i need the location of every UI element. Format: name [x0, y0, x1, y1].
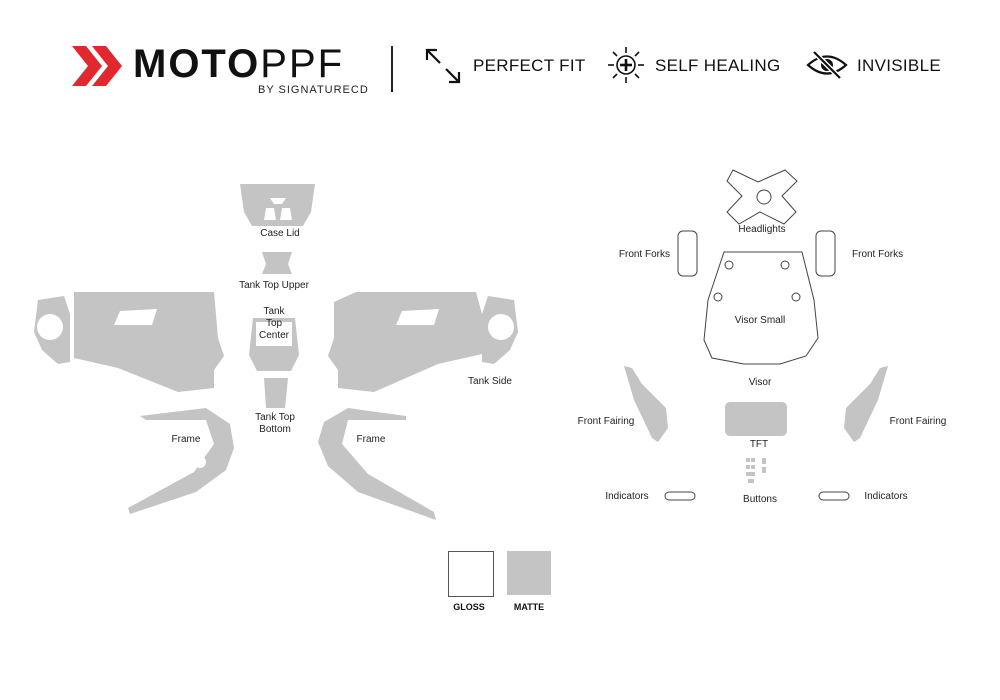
label-tank-top-center-3: Center: [259, 330, 290, 341]
tank-top-center-part: [249, 318, 299, 371]
indicators-left-part: [664, 491, 696, 501]
label-headlights: Headlights: [738, 224, 785, 235]
front-forks-left-part: [677, 230, 698, 277]
label-tft: TFT: [750, 439, 768, 450]
label-tank-top-bottom-1: Tank Top: [255, 412, 295, 423]
label-front-forks-left: Front Forks: [619, 249, 670, 260]
tank-top-bottom-part: [264, 378, 288, 408]
feature-perfect-fit-label: PERFECT FIT: [473, 56, 586, 75]
feature-self-healing-label: SELF HEALING: [655, 56, 781, 75]
front-fairing-right-part: [844, 366, 888, 442]
brand-subtitle: BY SIGNATURECD: [258, 84, 369, 96]
visor-part: [703, 251, 819, 365]
label-tank-top-center-1: Tank: [263, 306, 285, 317]
case-lid-part: [240, 184, 315, 226]
frame-right-part: [318, 408, 436, 520]
label-front-forks-right: Front Forks: [852, 249, 903, 260]
label-front-fairing-left: Front Fairing: [578, 416, 635, 427]
front-fairing-left-part: [624, 366, 668, 442]
label-tank-top-bottom-2: Bottom: [259, 424, 291, 435]
label-tank-top-center-2: Top: [266, 318, 283, 329]
label-case-lid: Case Lid: [260, 228, 299, 239]
legend-matte-swatch: [507, 551, 551, 595]
feature-invisible-label: INVISIBLE: [857, 56, 941, 75]
brand-logo-chevrons-icon: [72, 46, 122, 86]
label-frame-right: Frame: [357, 434, 386, 445]
label-front-fairing-right: Front Fairing: [890, 416, 947, 427]
label-visor-small: Visor Small: [735, 315, 785, 326]
front-forks-right-part: [815, 230, 836, 277]
tft-part: [725, 402, 787, 436]
label-buttons: Buttons: [743, 494, 777, 505]
expand-arrows-icon: [425, 48, 461, 84]
buttons-part: [746, 458, 766, 483]
label-indicators-right: Indicators: [864, 491, 907, 502]
legend-gloss-swatch: [448, 551, 494, 597]
self-healing-icon: [608, 47, 644, 83]
legend-gloss-label: GLOSS: [453, 602, 485, 612]
legend-matte-label: MATTE: [513, 602, 545, 612]
headlights-part: [726, 169, 798, 225]
tank-side-left-part: [34, 292, 224, 392]
tank-top-upper-part: [262, 252, 292, 274]
frame-left-part: [128, 408, 234, 514]
tank-side-right-part: [328, 292, 518, 392]
label-frame-left: Frame: [172, 434, 201, 445]
header-divider: [391, 46, 393, 92]
indicators-right-part: [818, 491, 850, 501]
label-indicators-left: Indicators: [605, 491, 648, 502]
label-tank-side: Tank Side: [468, 376, 512, 387]
brand-light: PPF: [260, 42, 345, 86]
brand-wordmark: MOTOPPF: [133, 44, 344, 84]
invisible-eye-icon: [806, 50, 848, 80]
label-tank-top-upper: Tank Top Upper: [239, 280, 310, 291]
brand-bold: MOTO: [133, 42, 261, 86]
label-visor: Visor: [749, 377, 772, 388]
